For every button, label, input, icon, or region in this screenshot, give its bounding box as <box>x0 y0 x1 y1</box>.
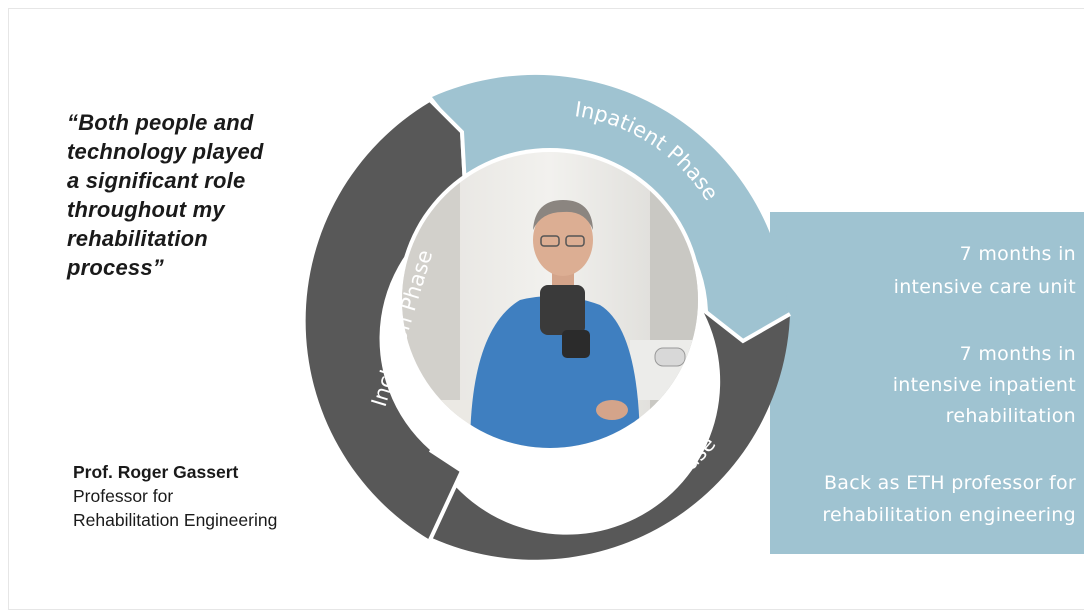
info-item-3-line: rehabilitation engineering <box>822 504 1076 526</box>
quote-line: technology played <box>67 139 264 164</box>
info-item-1-line: intensive care unit <box>894 276 1076 298</box>
separator-line <box>428 448 465 541</box>
inclusion-phase-arc <box>305 102 464 540</box>
person-title-line: Professor for <box>73 486 174 506</box>
outpatient-phase-arc <box>430 313 790 560</box>
quote-line: rehabilitation <box>67 226 208 251</box>
quote-line: a significant role <box>67 168 246 193</box>
info-item-2-line: rehabilitation <box>946 405 1076 427</box>
info-item-3-line: Back as ETH professor for <box>824 472 1076 494</box>
quote-block: “Both people and technology played a sig… <box>67 108 307 282</box>
info-item-2-line: intensive inpatient <box>893 374 1076 396</box>
separator-line <box>704 310 791 344</box>
person-name: Prof. Roger Gassert <box>73 462 239 482</box>
quote-line: throughout my <box>67 197 225 222</box>
info-item-1-line: 7 months in <box>960 243 1076 265</box>
person-caption: Prof. Roger Gassert Professor for Rehabi… <box>73 460 277 532</box>
quote-line: process” <box>67 255 164 280</box>
info-item-2-line: 7 months in <box>960 343 1076 365</box>
person-title-line: Rehabilitation Engineering <box>73 510 278 530</box>
quote-line: “Both people and <box>67 110 254 135</box>
portrait-photo <box>402 152 698 448</box>
inpatient-phase-arc <box>432 74 788 342</box>
slide-frame <box>8 8 1084 610</box>
info-panel <box>770 212 1084 554</box>
